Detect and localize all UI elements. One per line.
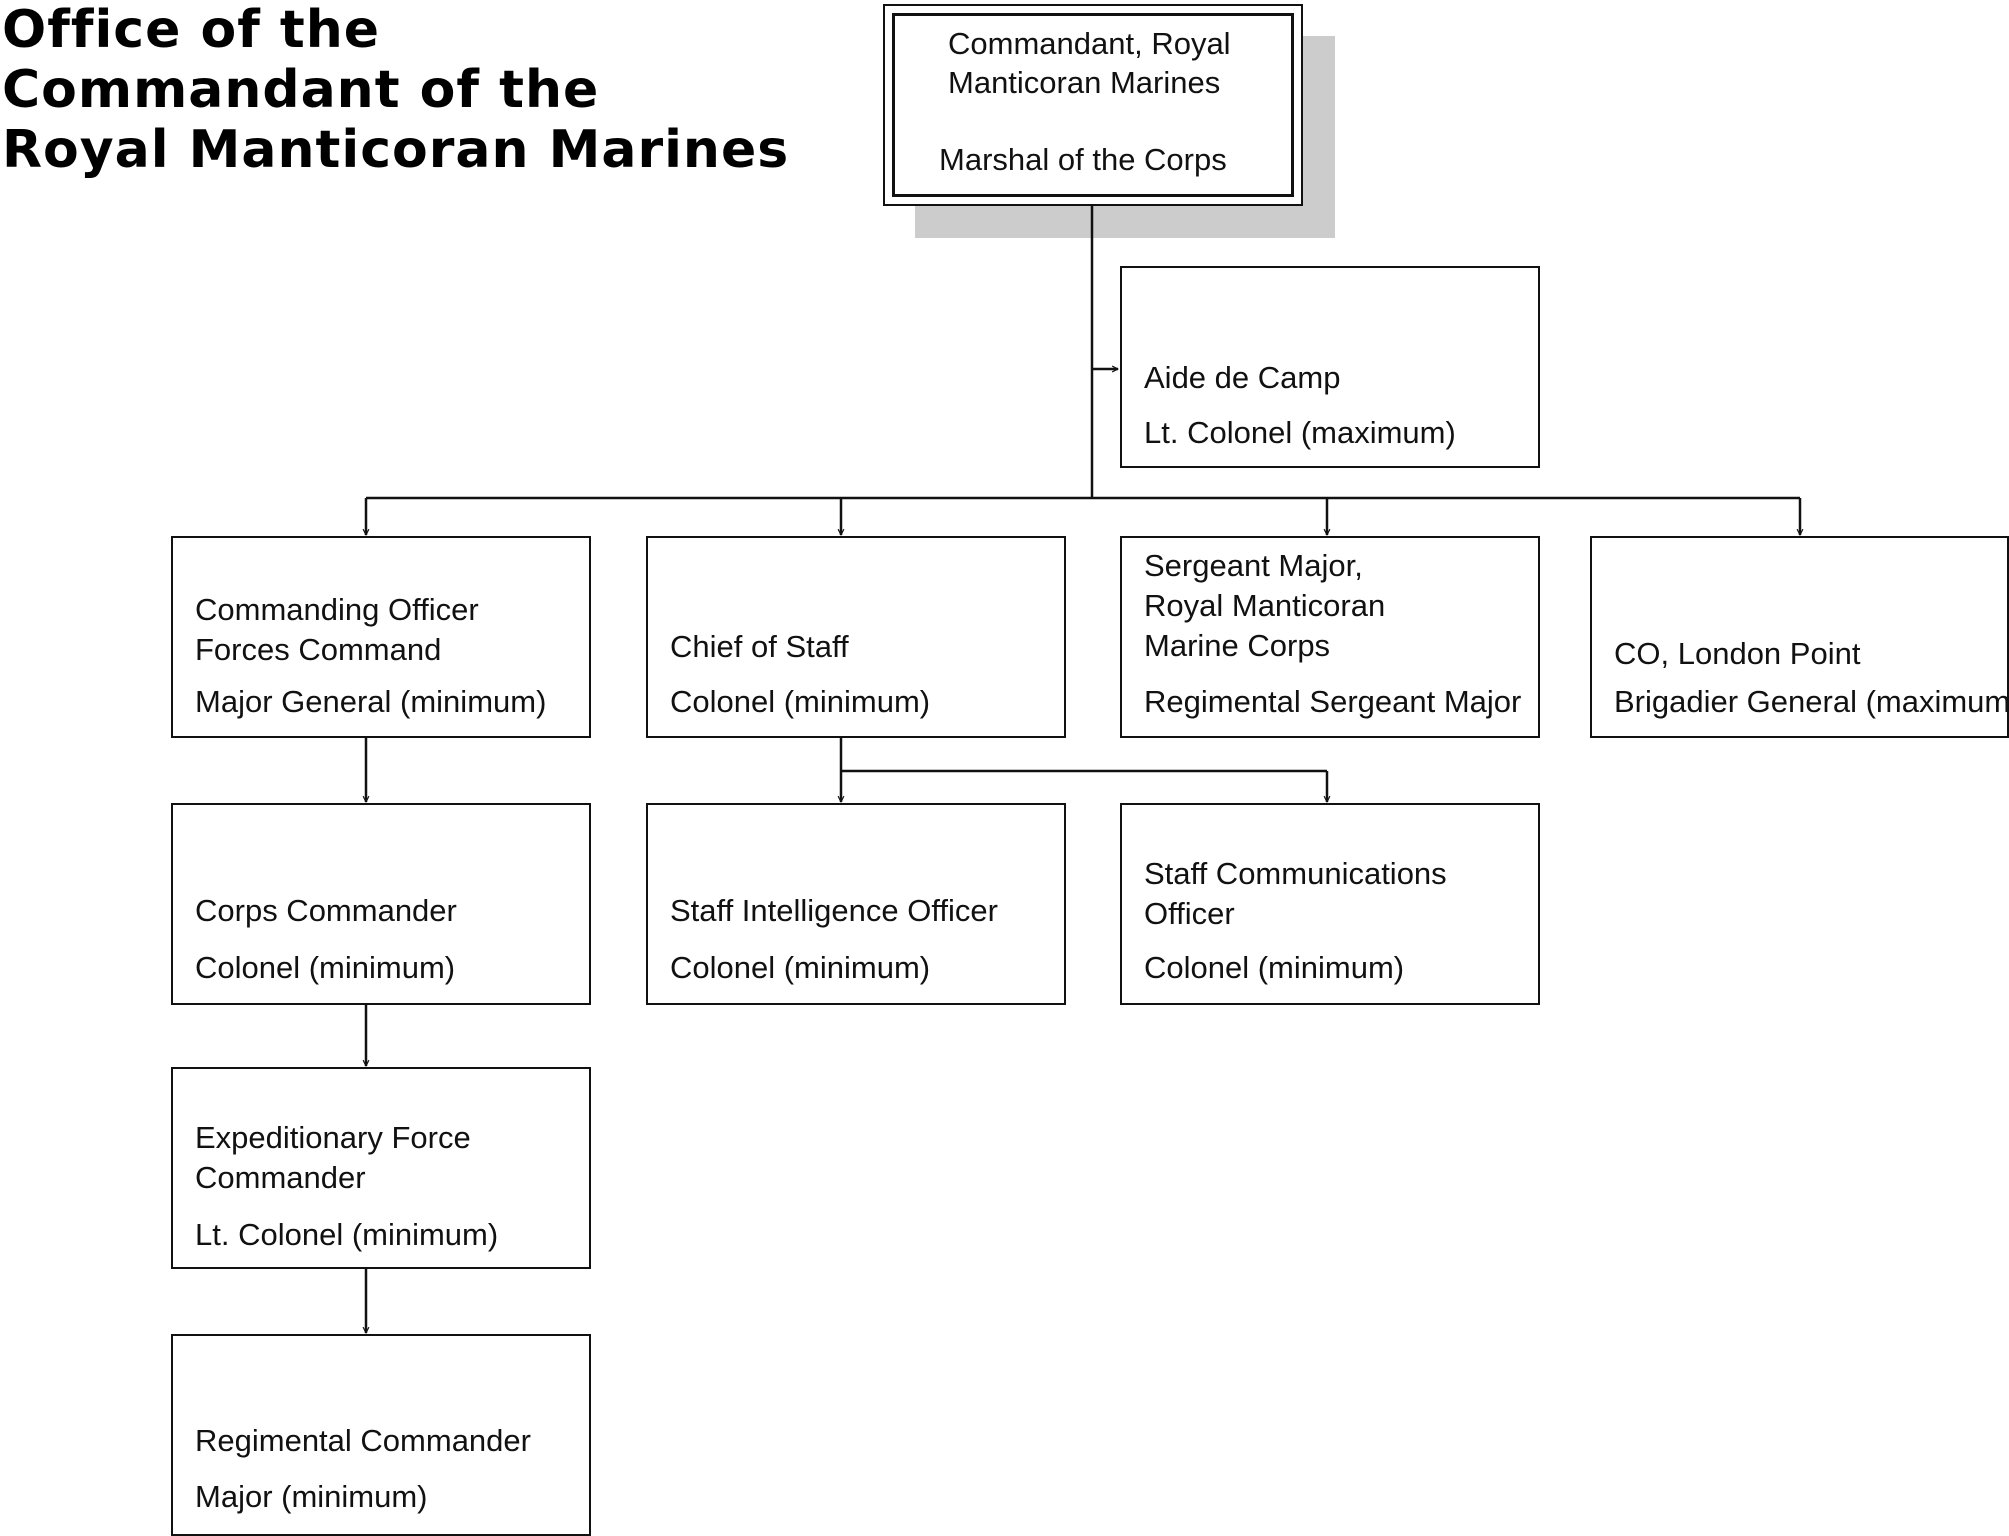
forces-command-title-line-2: Forces Command xyxy=(195,632,442,667)
corps-commander-title: Corps Commander xyxy=(195,893,457,928)
sergeant-major-box: Sergeant Major, Royal Manticoran Marine … xyxy=(1120,536,1540,738)
page-title-line-3: Royal Manticoran Marines xyxy=(2,120,790,180)
sergeant-major-title-line-1: Sergeant Major, xyxy=(1144,548,1363,583)
corps-commander-box: Corps Commander Colonel (minimum) xyxy=(171,803,591,1005)
aide-title: Aide de Camp xyxy=(1144,360,1341,395)
staff-intelligence-rank: Colonel (minimum) xyxy=(670,950,931,985)
aide-de-camp-box: Aide de Camp Lt. Colonel (maximum) xyxy=(1120,266,1540,468)
commandant-box: Commandant, Royal Manticoran Marines Mar… xyxy=(892,13,1294,197)
expeditionary-title-line-1: Expeditionary Force xyxy=(195,1120,471,1155)
regimental-commander-box: Regimental Commander Major (minimum) xyxy=(171,1334,591,1536)
chief-of-staff-box: Chief of Staff Colonel (minimum) xyxy=(646,536,1066,738)
london-point-box: CO, London Point Brigadier General (maxi… xyxy=(1590,536,2009,738)
commandant-title-line-1: Commandant, Royal xyxy=(948,26,1231,61)
forces-command-rank: Major General (minimum) xyxy=(195,684,547,719)
staff-intelligence-title: Staff Intelligence Officer xyxy=(670,893,998,928)
staff-communications-rank: Colonel (minimum) xyxy=(1144,950,1405,985)
aide-rank: Lt. Colonel (maximum) xyxy=(1144,415,1456,450)
expeditionary-rank: Lt. Colonel (minimum) xyxy=(195,1217,499,1252)
sergeant-major-rank: Regimental Sergeant Major xyxy=(1144,684,1522,719)
regimental-rank: Major (minimum) xyxy=(195,1479,428,1514)
corps-commander-rank: Colonel (minimum) xyxy=(195,950,456,985)
staff-intelligence-box: Staff Intelligence Officer Colonel (mini… xyxy=(646,803,1066,1005)
commandant-rank: Marshal of the Corps xyxy=(939,142,1227,177)
page-title: Office of the Commandant of the Royal Ma… xyxy=(2,0,789,180)
staff-communications-box: Staff Communications Officer Colonel (mi… xyxy=(1120,803,1540,1005)
london-point-rank: Brigadier General (maximum) xyxy=(1614,684,2009,719)
commandant-title-line-2: Manticoran Marines xyxy=(948,65,1221,100)
sergeant-major-title-line-2: Royal Manticoran xyxy=(1144,588,1386,623)
chief-of-staff-rank: Colonel (minimum) xyxy=(670,684,931,719)
staff-communications-title-line-1: Staff Communications xyxy=(1144,856,1447,891)
expeditionary-title-line-2: Commander xyxy=(195,1160,366,1195)
expeditionary-force-box: Expeditionary Force Commander Lt. Colone… xyxy=(171,1067,591,1269)
forces-command-title-line-1: Commanding Officer xyxy=(195,592,479,627)
page-title-line-1: Office of the xyxy=(2,0,381,60)
chief-of-staff-title: Chief of Staff xyxy=(670,629,849,664)
forces-command-box: Commanding Officer Forces Command Major … xyxy=(171,536,591,738)
staff-communications-title-line-2: Officer xyxy=(1144,896,1235,931)
london-point-title: CO, London Point xyxy=(1614,636,1861,671)
page-title-line-2: Commandant of the xyxy=(2,60,600,120)
regimental-title: Regimental Commander xyxy=(195,1423,531,1458)
sergeant-major-title-line-3: Marine Corps xyxy=(1144,628,1331,663)
